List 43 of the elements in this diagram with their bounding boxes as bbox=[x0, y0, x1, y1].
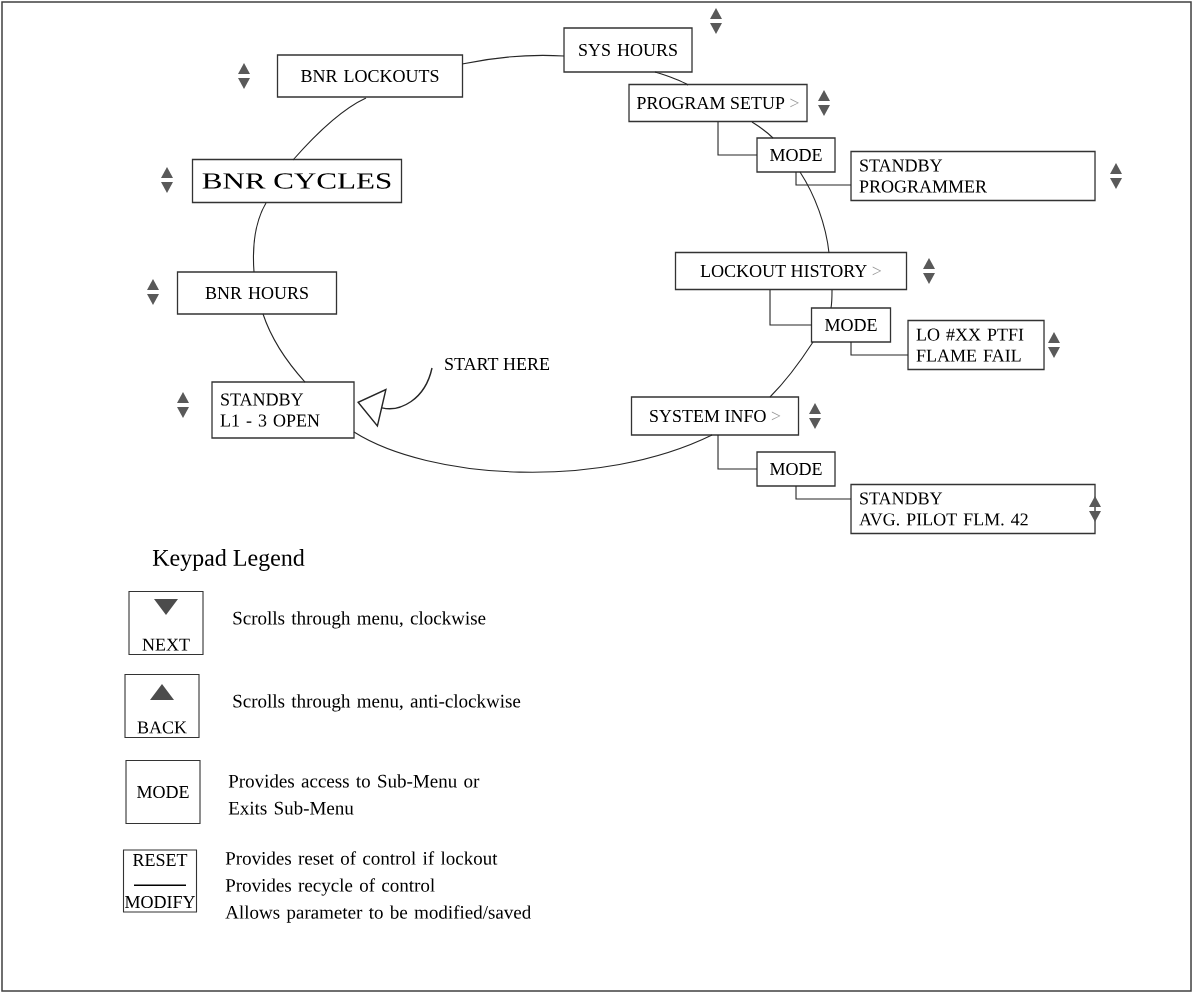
connector-line bbox=[769, 341, 814, 398]
menu-box: BNR LOCKOUTS bbox=[276, 54, 464, 98]
connector-line bbox=[769, 289, 813, 326]
connector-line bbox=[795, 485, 852, 500]
connector-line bbox=[717, 434, 758, 470]
description-text: Scrolls through menu, clockwise bbox=[233, 611, 486, 629]
menu-box: MODE bbox=[756, 137, 836, 173]
menu-box: SYSTEM INFO > bbox=[630, 396, 800, 436]
connector-line bbox=[751, 121, 774, 139]
connector-line bbox=[830, 289, 833, 309]
description-text: Provides reset of control if lockout bbox=[225, 851, 498, 865]
menu-box: LOCKOUT HISTORY > bbox=[674, 251, 908, 291]
description-text: Provides access to Sub-Menu or Exits Sub-Menu bbox=[228, 774, 480, 815]
connector-line bbox=[654, 71, 689, 86]
menu-box: MODE bbox=[756, 451, 836, 487]
legend-heading: Keypad Legend bbox=[152, 549, 305, 571]
connector-line bbox=[292, 97, 367, 161]
connector-line bbox=[461, 54, 565, 65]
key-box: RESET MODIFY bbox=[122, 849, 198, 913]
connector-line bbox=[717, 121, 758, 156]
connector-line bbox=[252, 202, 267, 273]
key-box: NEXT bbox=[128, 590, 204, 656]
description-text: Scrolls through menu, anti-clockwise bbox=[233, 694, 521, 712]
display-box: LO #XX PTFI FLAME FAIL bbox=[907, 319, 1045, 371]
connector-line bbox=[795, 171, 852, 186]
display-box: STANDBY AVG. PILOT FLM. 42 bbox=[850, 483, 1096, 535]
start-label: START HERE bbox=[445, 357, 550, 371]
display-box: STANDBY L1 - 3 OPEN bbox=[211, 381, 355, 439]
key-box: BACK bbox=[124, 673, 200, 739]
menu-box: BNR HOURS bbox=[176, 271, 338, 315]
menu-box: PROGRAM SETUP > bbox=[628, 83, 808, 123]
display-box: STANDBY PROGRAMMER bbox=[850, 150, 1096, 202]
description-text: Provides recycle of control bbox=[225, 878, 435, 896]
start-arrow bbox=[357, 367, 433, 428]
menu-box: SYS HOURS bbox=[563, 27, 693, 73]
connector-line bbox=[850, 341, 909, 356]
connector-line bbox=[353, 431, 713, 473]
menu-box: BNR CYCLES bbox=[191, 158, 403, 204]
description-text: Allows parameter to be modified/saved bbox=[225, 905, 532, 923]
menu-box: MODE bbox=[810, 307, 892, 343]
connector-line bbox=[262, 313, 306, 383]
connector-line bbox=[799, 171, 830, 254]
key-box: MODE bbox=[125, 759, 201, 825]
